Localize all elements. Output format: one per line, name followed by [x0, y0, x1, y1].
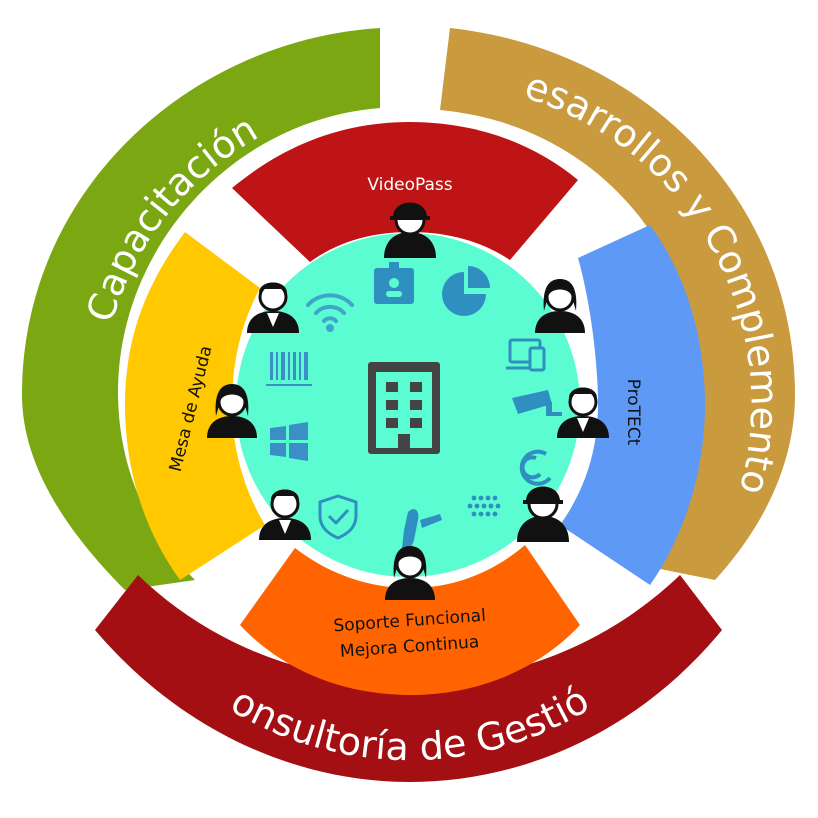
barcode-icon	[266, 352, 312, 386]
soporte-segment[interactable]	[240, 545, 580, 695]
capacitacion-segment[interactable]	[22, 28, 380, 590]
person-icon	[384, 202, 436, 258]
security-camera-icon	[512, 390, 562, 416]
person-icon	[259, 489, 311, 540]
shield-check-icon	[318, 494, 358, 540]
wifi-icon	[306, 293, 354, 332]
pie-chart-icon	[442, 266, 490, 316]
id-badge-icon	[374, 262, 414, 304]
fingerprint-icon	[467, 495, 501, 517]
mesa-segment[interactable]	[125, 232, 265, 580]
hand-icon	[402, 509, 442, 550]
person-icon	[517, 486, 569, 542]
building-icon	[368, 362, 440, 454]
videopass-label: VideoPass	[367, 175, 452, 195]
person-icon	[207, 384, 257, 438]
protect-segment[interactable]	[560, 225, 705, 585]
videopass-segment[interactable]	[232, 122, 578, 262]
person-icon	[535, 279, 585, 333]
windows-logo-icon	[270, 422, 308, 461]
sync-icon	[519, 449, 552, 486]
person-icon	[557, 387, 609, 438]
protect-label: ProTECt	[623, 379, 643, 446]
desarrollos-segment[interactable]	[440, 28, 795, 580]
person-icon	[247, 282, 299, 333]
person-icon	[385, 546, 435, 600]
inner-ring: VideoPass ProTECt Soporte Funcional Mejo…	[125, 122, 705, 695]
consultoria-segment[interactable]	[95, 575, 722, 782]
devices-icon	[506, 338, 546, 372]
